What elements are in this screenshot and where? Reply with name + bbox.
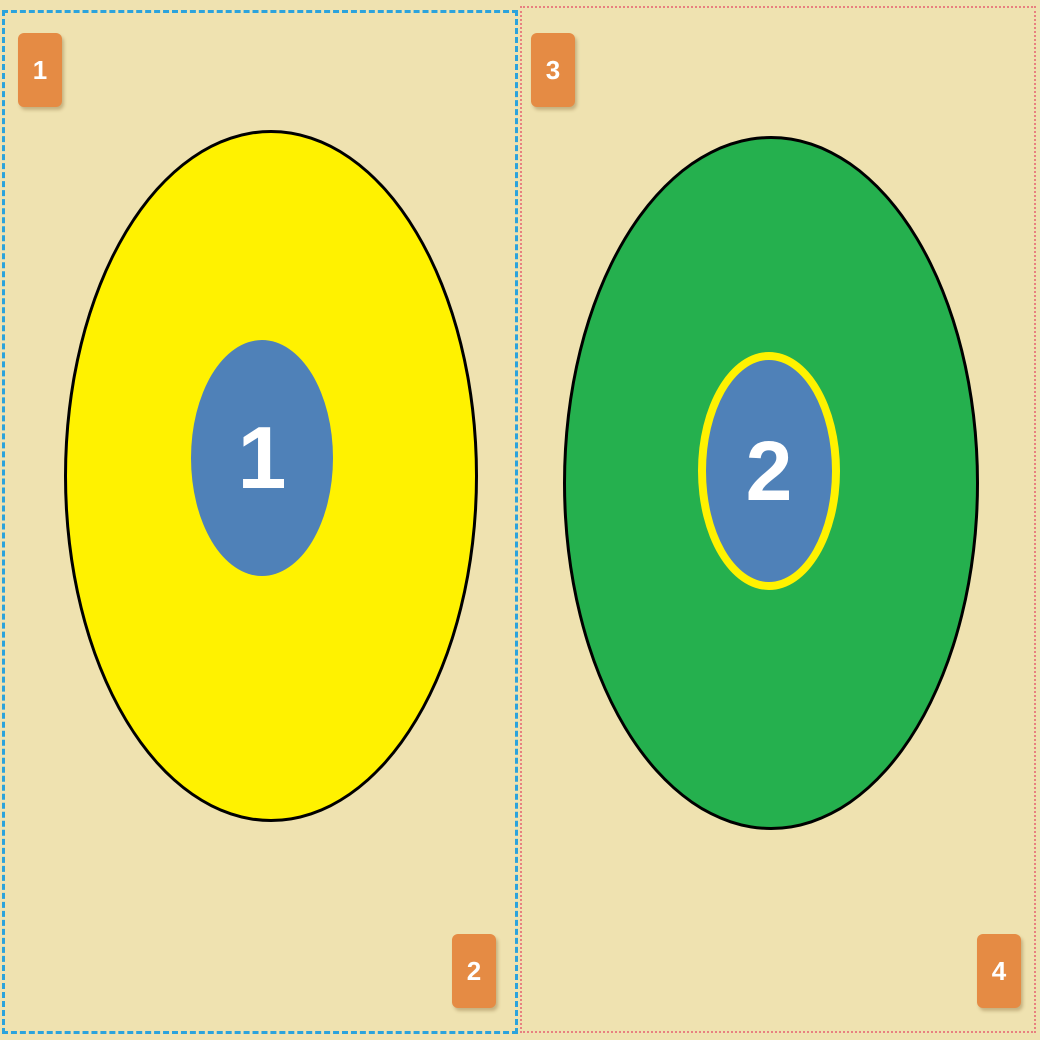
- left-panel-top-badge: 1: [18, 33, 62, 107]
- token-1[interactable]: 1: [191, 340, 333, 576]
- right-panel-bottom-badge: 4: [977, 934, 1021, 1008]
- left-panel-bottom-badge: 2: [452, 934, 496, 1008]
- right-panel-top-badge: 3: [531, 33, 575, 107]
- token-2-selected[interactable]: 2: [698, 352, 840, 590]
- right-panel[interactable]: [520, 6, 1036, 1033]
- left-panel[interactable]: [2, 10, 518, 1034]
